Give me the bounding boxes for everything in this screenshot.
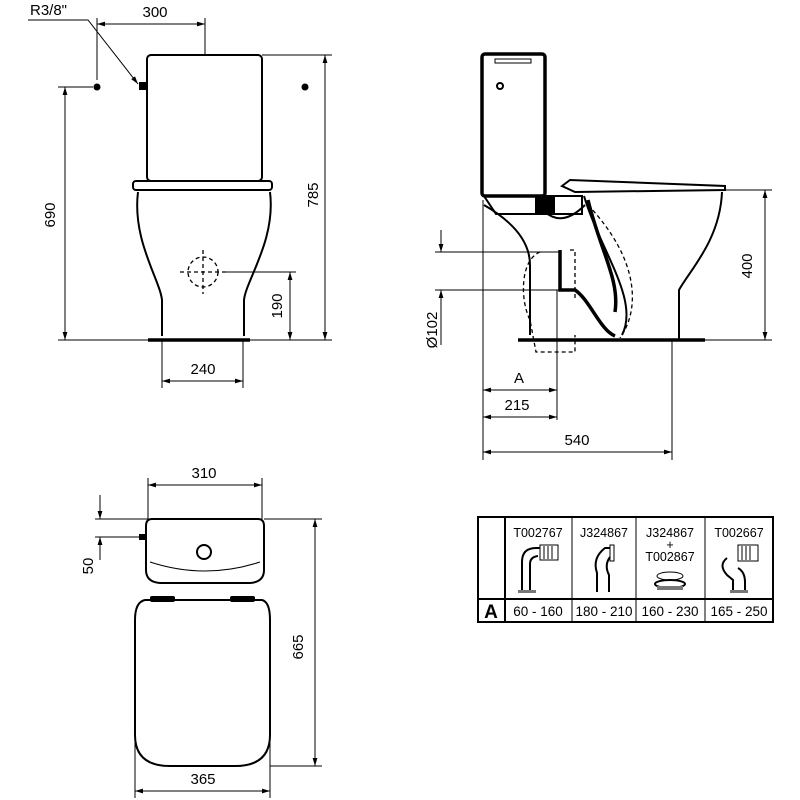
code-2: J324867 [580,526,628,540]
connector-table: A T002767 J324867 J324867 + T002867 T002… [477,516,774,623]
front-view: 300 R3/8" 690 785 190 240 [28,2,332,388]
pan-connector-icon-1 [518,544,559,593]
dim-a: A [514,370,524,387]
cistern-top [145,518,265,584]
range-3: 160 - 230 [641,604,698,619]
code-4: T002667 [714,526,763,540]
code-3-plus: + [666,538,673,552]
pan-connector-icon-4 [721,544,759,593]
fixing-dot-left [93,83,101,91]
seat-side [560,178,726,194]
inlet-top [139,534,147,540]
fixing-dot-right [301,83,309,91]
dim-665: 665 [290,634,307,659]
code-1: T002767 [513,526,562,540]
flush-button-top [196,544,212,560]
row-label-a: A [484,602,498,623]
cistern-base [482,195,583,215]
cistern-side [480,52,547,198]
range-4: 165 - 250 [710,604,767,619]
side-view: 400 Ø102 A 215 540 [424,52,772,460]
range-2: 180 - 210 [575,604,632,619]
dim-thread: R3/8" [30,2,67,19]
seat-front [132,180,273,191]
dim-outlet-diameter: Ø102 [424,312,441,349]
dim-400: 400 [739,253,756,278]
dim-540: 540 [564,432,589,449]
top-view: 310 50 665 365 [80,465,322,798]
seat-top [134,599,271,767]
dim-300: 300 [142,4,167,21]
bowl-side [483,191,723,340]
flush-button [496,82,504,90]
dim-50: 50 [80,558,97,575]
code-3: J324867 [646,526,694,540]
dim-240: 240 [190,361,215,378]
pan-connector-icon-2 [594,544,615,592]
dim-690: 690 [42,202,59,227]
outlet-dashed [522,204,634,353]
dim-190: 190 [269,293,286,318]
cistern-front [146,54,263,182]
pan-connector-icon-3 [654,571,686,590]
dim-785: 785 [305,182,322,207]
code-3b: T002867 [645,550,694,564]
dim-310: 310 [191,465,216,482]
trapway [558,199,618,338]
bowl-front [136,191,272,336]
inlet-connector [139,82,147,90]
dim-215: 215 [504,397,529,414]
dim-365: 365 [190,771,215,788]
range-1: 60 - 160 [513,604,563,619]
